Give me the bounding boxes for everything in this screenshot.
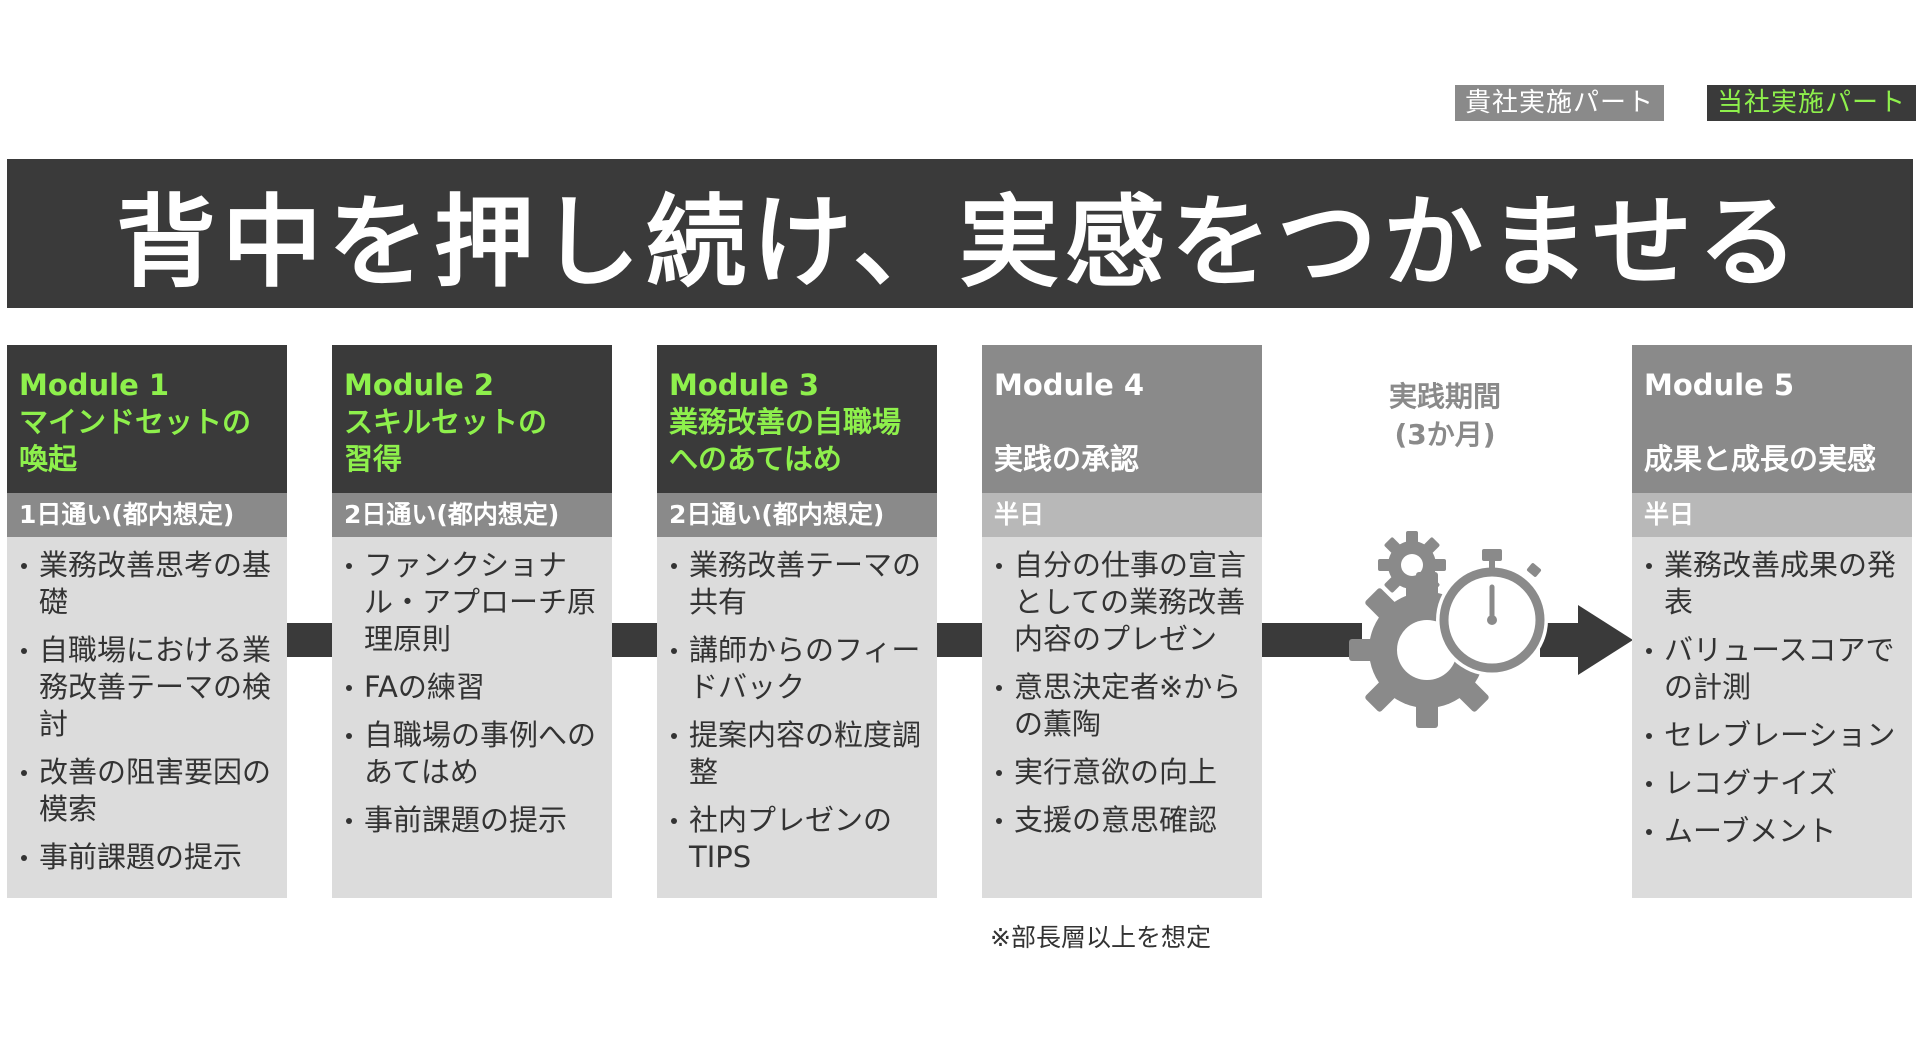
practice-period-line-2: (3か月) (1394, 418, 1496, 451)
legend-client-part: 貴社実施パート (1455, 85, 1665, 121)
list-item: 自分の仕事の宣言としての業務改善内容のプレゼン (994, 547, 1250, 658)
list-item: バリュースコアでの計測 (1644, 632, 1900, 706)
list-item: 事前課題の提示 (344, 802, 600, 839)
module-2-title-line-2: 習得 (344, 442, 403, 476)
list-item: 業務改善成果の発表 (1644, 547, 1900, 621)
list-item: ムーブメント (1644, 813, 1900, 850)
module-5-title-line-1: 成果と成長の実感 (1644, 442, 1877, 476)
list-item: セレブレーション (1644, 717, 1900, 754)
list-item: 講師からのフィードバック (669, 632, 925, 706)
module-5-duration: 半日 (1632, 493, 1912, 537)
module-4: Module 4 実践の承認 半日 自分の仕事の宣言としての業務改善内容のプレゼ… (982, 345, 1262, 898)
module-1-title-line-2: 喚起 (19, 442, 78, 476)
module-1: Module 1 マインドセットの 喚起 1日通い(都内想定) 業務改善思考の基… (7, 345, 287, 898)
module-3-name: Module 3 (669, 368, 820, 402)
module-3-duration: 2日通い(都内想定) (657, 493, 937, 537)
module-1-title-line-1: マインドセットの (19, 405, 252, 439)
list-item: 支援の意思確認 (994, 802, 1250, 839)
module-4-items: 自分の仕事の宣言としての業務改善内容のプレゼン 意思決定者※からの薫陶 実行意欲… (982, 537, 1262, 839)
list-item: 事前課題の提示 (19, 839, 275, 876)
list-item: 業務改善思考の基礎 (19, 547, 275, 621)
module-2-name: Module 2 (344, 368, 495, 402)
module-3-title-line-2: へのあてはめ (669, 442, 842, 476)
page-title: 背中を押し続け、実感をつかませる (116, 184, 1804, 301)
list-item: 実行意欲の向上 (994, 754, 1250, 791)
practice-period-label: 実践期間 (3か月) (1350, 378, 1540, 454)
connector-3-4 (937, 623, 983, 657)
legend-own-part: 当社実施パート (1707, 85, 1917, 121)
module-4-title-line-1: 実践の承認 (994, 442, 1140, 476)
module-3: Module 3 業務改善の自職場 へのあてはめ 2日通い(都内想定) 業務改善… (657, 345, 937, 898)
list-item: 社内プレゼンのTIPS (669, 802, 925, 876)
module-1-name: Module 1 (19, 368, 170, 402)
practice-period-line-1: 実践期間 (1388, 380, 1501, 413)
module-2: Module 2 スキルセットの 習得 2日通い(都内想定) ファンクショナル・… (332, 345, 612, 898)
list-item: 改善の阻害要因の模索 (19, 754, 275, 828)
module-5: Module 5 成果と成長の実感 半日 業務改善成果の発表 バリュースコアでの… (1632, 345, 1912, 898)
module-3-items: 業務改善テーマの共有 講師からのフィードバック 提案内容の粒度調整 社内プレゼン… (657, 537, 937, 876)
module-1-items: 業務改善思考の基礎 自職場における業務改善テーマの検討 改善の阻害要因の模索 事… (7, 537, 287, 876)
module-3-title-line-1: 業務改善の自職場 (669, 405, 902, 439)
list-item: 自職場における業務改善テーマの検討 (19, 632, 275, 743)
module-4-name: Module 4 (994, 368, 1145, 402)
module-4-header: Module 4 実践の承認 (982, 345, 1262, 493)
list-item: 自職場の事例へのあてはめ (344, 717, 600, 791)
gear-stopwatch-icon (1349, 531, 1548, 728)
list-item: 意思決定者※からの薫陶 (994, 669, 1250, 743)
module-1-duration: 1日通い(都内想定) (7, 493, 287, 537)
connector-4-gear (1262, 623, 1362, 657)
arrow-head (1578, 605, 1633, 675)
module-2-items: ファンクショナル・アプローチ原理原則 FAの練習 自職場の事例へのあてはめ 事前… (332, 537, 612, 839)
module-3-header: Module 3 業務改善の自職場 へのあてはめ (657, 345, 937, 493)
footnote: ※部長層以上を想定 (990, 923, 1211, 952)
module-4-duration: 半日 (982, 493, 1262, 537)
module-2-duration: 2日通い(都内想定) (332, 493, 612, 537)
connector-2-3 (612, 623, 658, 657)
module-5-name: Module 5 (1644, 368, 1795, 402)
module-1-header: Module 1 マインドセットの 喚起 (7, 345, 287, 493)
title-bar: 背中を押し続け、実感をつかませる (7, 159, 1913, 308)
module-5-items: 業務改善成果の発表 バリュースコアでの計測 セレブレーション レコグナイズ ムー… (1632, 537, 1912, 850)
list-item: 提案内容の粒度調整 (669, 717, 925, 791)
module-2-title-line-1: スキルセットの (344, 405, 548, 439)
list-item: FAの練習 (344, 669, 600, 706)
list-item: レコグナイズ (1644, 765, 1900, 802)
list-item: 業務改善テーマの共有 (669, 547, 925, 621)
stopwatch-icon (1436, 549, 1548, 676)
module-2-header: Module 2 スキルセットの 習得 (332, 345, 612, 493)
module-5-header: Module 5 成果と成長の実感 (1632, 345, 1912, 493)
list-item: ファンクショナル・アプローチ原理原則 (344, 547, 600, 658)
connector-1-2 (287, 623, 333, 657)
